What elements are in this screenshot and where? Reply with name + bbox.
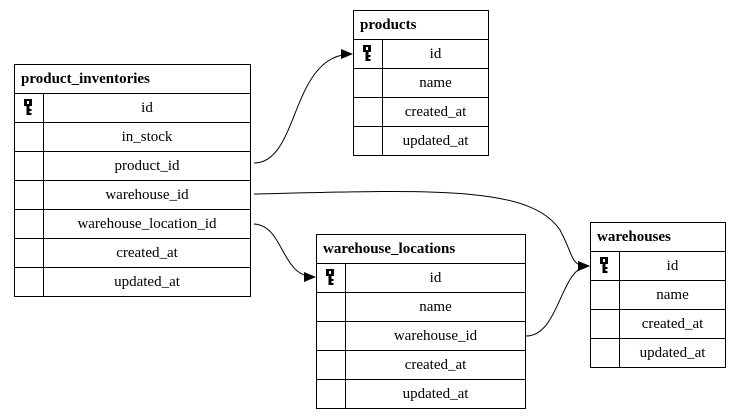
field-row-id: id — [317, 264, 525, 293]
field-row-created-at: created_at — [354, 98, 488, 127]
key-cell — [15, 268, 44, 296]
field-name: name — [419, 299, 452, 315]
table-title: warehouses — [591, 223, 725, 252]
field-row-updated-at: updated_at — [354, 127, 488, 155]
key-icon — [600, 257, 608, 273]
field-name: created_at — [404, 104, 467, 120]
field-name: product_id — [114, 158, 180, 174]
table-title: product_inventories — [15, 65, 250, 94]
table-title: warehouse_locations — [317, 235, 525, 264]
field-row-id: id — [15, 94, 250, 123]
edge-product-id-to-products — [253, 49, 353, 164]
field-name: warehouse_id — [393, 328, 478, 344]
key-cell — [354, 69, 383, 97]
field-name: id — [429, 270, 442, 286]
field-row-created-at: created_at — [591, 310, 725, 339]
field-name: created_at — [116, 245, 178, 261]
field-row-warehouse-id: warehouse_id — [317, 322, 525, 351]
key-icon — [363, 45, 371, 61]
field-row-warehouse-id: warehouse_id — [15, 181, 250, 210]
field-row-in-stock: in_stock — [15, 123, 250, 152]
key-icon — [24, 99, 32, 115]
key-cell — [354, 98, 383, 126]
key-cell — [354, 127, 383, 155]
key-icon — [326, 269, 334, 285]
field-name: name — [656, 287, 689, 303]
field-row-created-at: created_at — [317, 351, 525, 380]
field-name: updated_at — [402, 133, 469, 149]
field-name: warehouse_id — [105, 187, 189, 203]
edge-warehouse-id-to-warehouses — [253, 191, 590, 271]
field-row-updated-at: updated_at — [15, 268, 250, 296]
field-row-name: name — [354, 69, 488, 98]
key-cell — [15, 239, 44, 267]
field-name: warehouse_location_id — [77, 216, 217, 232]
entity-warehouses: warehouses id name created_at updated_at — [590, 222, 726, 368]
field-row-updated-at: updated_at — [317, 380, 525, 408]
key-cell — [591, 281, 620, 309]
key-cell — [591, 339, 620, 367]
field-row-warehouse-location-id: warehouse_location_id — [15, 210, 250, 239]
key-cell — [317, 322, 346, 350]
key-cell — [317, 380, 346, 408]
key-cell — [15, 152, 44, 180]
key-cell — [317, 264, 346, 292]
key-cell — [15, 94, 44, 122]
key-cell — [354, 40, 383, 68]
field-row-id: id — [354, 40, 488, 69]
edge-warehouse-location-id-to-warehouse-locations — [253, 223, 316, 282]
field-name: created_at — [404, 357, 467, 373]
key-cell — [591, 252, 620, 280]
field-name: updated_at — [114, 274, 180, 290]
field-row-name: name — [591, 281, 725, 310]
field-name: id — [141, 100, 153, 116]
field-name: updated_at — [639, 345, 706, 361]
field-row-name: name — [317, 293, 525, 322]
key-cell — [317, 351, 346, 379]
field-name: id — [666, 258, 679, 274]
field-row-product-id: product_id — [15, 152, 250, 181]
key-cell — [15, 123, 44, 151]
entity-products: products id name created_at updated_at — [353, 10, 489, 156]
field-name: in_stock — [121, 129, 173, 145]
table-title: products — [354, 11, 488, 40]
key-cell — [15, 210, 44, 238]
key-cell — [591, 310, 620, 338]
key-cell — [15, 181, 44, 209]
field-row-updated-at: updated_at — [591, 339, 725, 367]
field-row-id: id — [591, 252, 725, 281]
field-name: id — [429, 46, 442, 62]
edge-location-warehouse-id-to-warehouses — [525, 261, 590, 337]
field-name: updated_at — [402, 386, 469, 402]
field-row-created-at: created_at — [15, 239, 250, 268]
key-cell — [317, 293, 346, 321]
field-name: created_at — [641, 316, 704, 332]
field-name: name — [419, 75, 452, 91]
